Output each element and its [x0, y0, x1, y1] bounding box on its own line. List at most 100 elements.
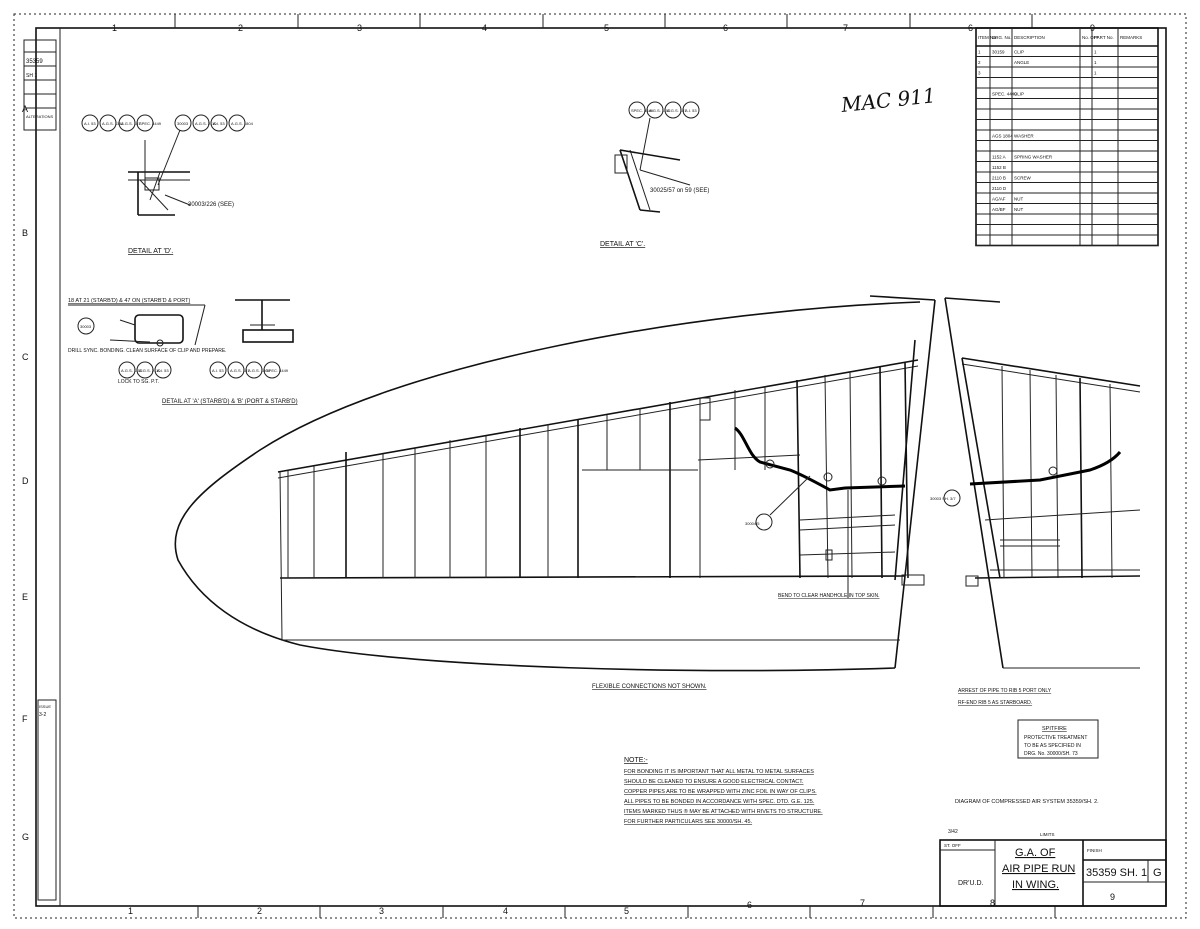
drawing-frame	[13, 13, 1187, 919]
bubble-label: A.I. 53	[157, 368, 169, 373]
grid-top-4: 4	[482, 23, 487, 33]
note-line-3: COPPER PIPES ARE TO BE WRAPPED WITH ZINC…	[624, 789, 817, 795]
table-header: No. OFF	[1082, 35, 1100, 40]
diagram-reference: DIAGRAM OF COMPRESSED AIR SYSTEM 35359/S…	[955, 799, 1099, 805]
table-cell: CLIP	[1014, 92, 1024, 97]
table-cell: SPRING WASHER	[1014, 155, 1053, 160]
arrest-note-1: ARREST OF PIPE TO RIB 5 PORT ONLY	[958, 688, 1052, 694]
bubble-label: SPEC. 4449	[139, 121, 162, 126]
detail-a-b-group: 18 AT 21 (STARB'D) & 47 ON (STARB'D & PO…	[68, 298, 298, 405]
grid-top-7: 7	[843, 23, 848, 33]
table-cell: 1	[978, 50, 981, 55]
table-header: PART No.	[1094, 35, 1114, 40]
detail-c-title: DETAIL AT 'C'.	[600, 241, 645, 248]
bubble-label: A.I. 53	[84, 121, 96, 126]
spitfire-protective-box: SPITFIRE PROTECTIVE TREATMENT TO BE AS S…	[1017, 719, 1099, 759]
note-line-6: FOR FURTHER PARTICULARS SEE 30000/SH. 45…	[624, 819, 753, 825]
grid-top-1: 1	[112, 23, 117, 33]
detail-c-bracket-drawing	[614, 117, 691, 213]
notes-block: NOTE:- FOR BONDING IT IS IMPORTANT THAT …	[624, 757, 823, 825]
table-cell: CLIP	[1014, 50, 1024, 55]
note-line-1: FOR BONDING IT IS IMPORTANT THAT ALL MET…	[624, 769, 814, 775]
detail-a-b-title: DETAIL AT 'A' (STARB'D) & 'B' (PORT & ST…	[162, 399, 298, 405]
grid-bottom-9: 9	[1110, 892, 1115, 902]
bottom-grid-numbers: 1 2 3 4 5 6 7 8 9	[128, 892, 1115, 916]
grid-bottom-1: 1	[128, 906, 133, 916]
title-scale-label: ST. OFF	[944, 843, 961, 848]
flex-note: FLEXIBLE CONNECTIONS NOT SHOWN.	[592, 684, 707, 690]
bubble-label: 30003	[177, 121, 189, 126]
grid-bottom-8: 8	[990, 898, 995, 908]
bubble-label: A.G.S. 1804	[231, 121, 254, 126]
table-header: ITEM No.	[978, 35, 997, 40]
bubble-label: A.G.S. 2110	[195, 121, 217, 126]
grid-left-g: G	[22, 832, 29, 842]
spitfire-title: SPITFIRE	[1042, 726, 1067, 732]
table-cell: 3	[978, 71, 981, 76]
grid-left-d: D	[22, 476, 29, 486]
strip-issue-value: 3-2	[39, 712, 46, 718]
wing-ribs	[287, 339, 916, 581]
bubble-label: 30003	[80, 324, 92, 329]
note-line-5: ITEMS MARKED THUS ® MAY BE ATTACHED WITH…	[624, 808, 823, 815]
table-cell: NUT	[1014, 197, 1023, 202]
spitfire-line1: PROTECTIVE TREATMENT	[1024, 735, 1087, 741]
title-date-label: 3/42	[948, 829, 958, 835]
table-cell: ANGLE	[1014, 60, 1029, 65]
bubble-ref-1: 30004/5	[745, 521, 760, 526]
detail-d-group: A.I. 53 A.G.S. 1152 A.G.S. 187 SPEC. 444…	[81, 114, 254, 255]
bubble-label: A.G.S. 1152	[102, 121, 124, 126]
table-cell: 2110 B	[992, 176, 1006, 181]
table-cell: SPEC. 4449	[992, 92, 1017, 97]
bubble-label: A.G.S. 187	[230, 368, 250, 373]
note-line-4: ALL PIPES TO BE BONDED IN ACCORDANCE WIT…	[624, 799, 815, 805]
bubble-label: A.G.S. 1152	[649, 108, 671, 113]
grid-left-e: E	[22, 592, 28, 602]
table-cell: AG/AF	[992, 197, 1006, 202]
top-grid-ticks	[174, 14, 1033, 28]
table-cell: 1	[1094, 50, 1097, 55]
title-block: ST. OFF LIMITS FINISH 3/42 DR'U.D. G.A. …	[939, 829, 1167, 907]
bubble-label: A.G.S. 2110	[139, 368, 161, 373]
detail-a-note2: DRILL SYNC. BONDING. CLEAN SURFACE OF CL…	[68, 348, 227, 354]
air-pipe-run-outer	[969, 451, 1122, 486]
table-header: REMARKS	[1120, 35, 1142, 40]
table-cell: AGS 1804	[992, 134, 1013, 139]
grid-left-b: B	[22, 228, 28, 238]
grid-top-5: 5	[604, 23, 609, 33]
table-cell: NUT	[1014, 207, 1023, 212]
handwritten-ref: MAC 911	[839, 83, 937, 117]
bubble-label: A.I. 53	[212, 368, 224, 373]
detail-a-note3: LOCK TO SG. P.T.	[118, 379, 159, 385]
table-header: DESCRIPTION	[1014, 35, 1045, 40]
note-line-2: SHOULD BE CLEANED TO ENSURE A GOOD ELECT…	[624, 779, 804, 785]
table-cell: AG/BF	[992, 207, 1006, 212]
title-finish-label: FINISH	[1087, 848, 1102, 853]
spitfire-line2: TO BE AS SPECIFIED IN	[1024, 743, 1081, 749]
table-cell: 2110 D	[992, 186, 1007, 191]
left-title-strip: 35359 SH 1 ALTERATIONS ISSUE 3-2	[23, 39, 57, 901]
grid-top-3: 3	[357, 23, 362, 33]
title-limits-label: LIMITS	[1040, 832, 1055, 837]
bubble-label: SPEC. 4449	[266, 368, 289, 373]
detail-d-bracket-drawing	[128, 129, 191, 216]
grid-top-6: 6	[723, 23, 728, 33]
strip-alterations: ALTERATIONS	[26, 114, 54, 119]
title-line-3: IN WING.	[1012, 879, 1059, 891]
title-drawn-label: DR'U.D.	[958, 880, 984, 887]
grid-left-a: A	[22, 104, 28, 114]
left-grid-letters: A B C D E F G	[22, 104, 29, 842]
bubble-label: A.G.S. 187	[121, 121, 141, 126]
wing-plan-outer: ARREST OF PIPE TO RIB 5 PORT ONLY RF-END…	[944, 297, 1141, 706]
table-cell: 1	[1094, 60, 1097, 65]
detail-c-ref: 30025/57 on 59 (SEE)	[650, 188, 709, 194]
grid-bottom-4: 4	[503, 906, 508, 916]
bubble-ref-2: 30003 SH. 3/7	[930, 496, 956, 501]
wing-plan-main: 30004/5 BEND TO CLEAR HANDHOLE IN TOP SK…	[174, 295, 961, 690]
detail-a-note1: 18 AT 21 (STARB'D) & 47 ON (STARB'D & PO…	[68, 298, 190, 304]
table-cell: 30159	[992, 50, 1005, 55]
title-line-2: AIR PIPE RUN	[1002, 863, 1075, 875]
table-cell: 1152 A	[992, 155, 1006, 160]
